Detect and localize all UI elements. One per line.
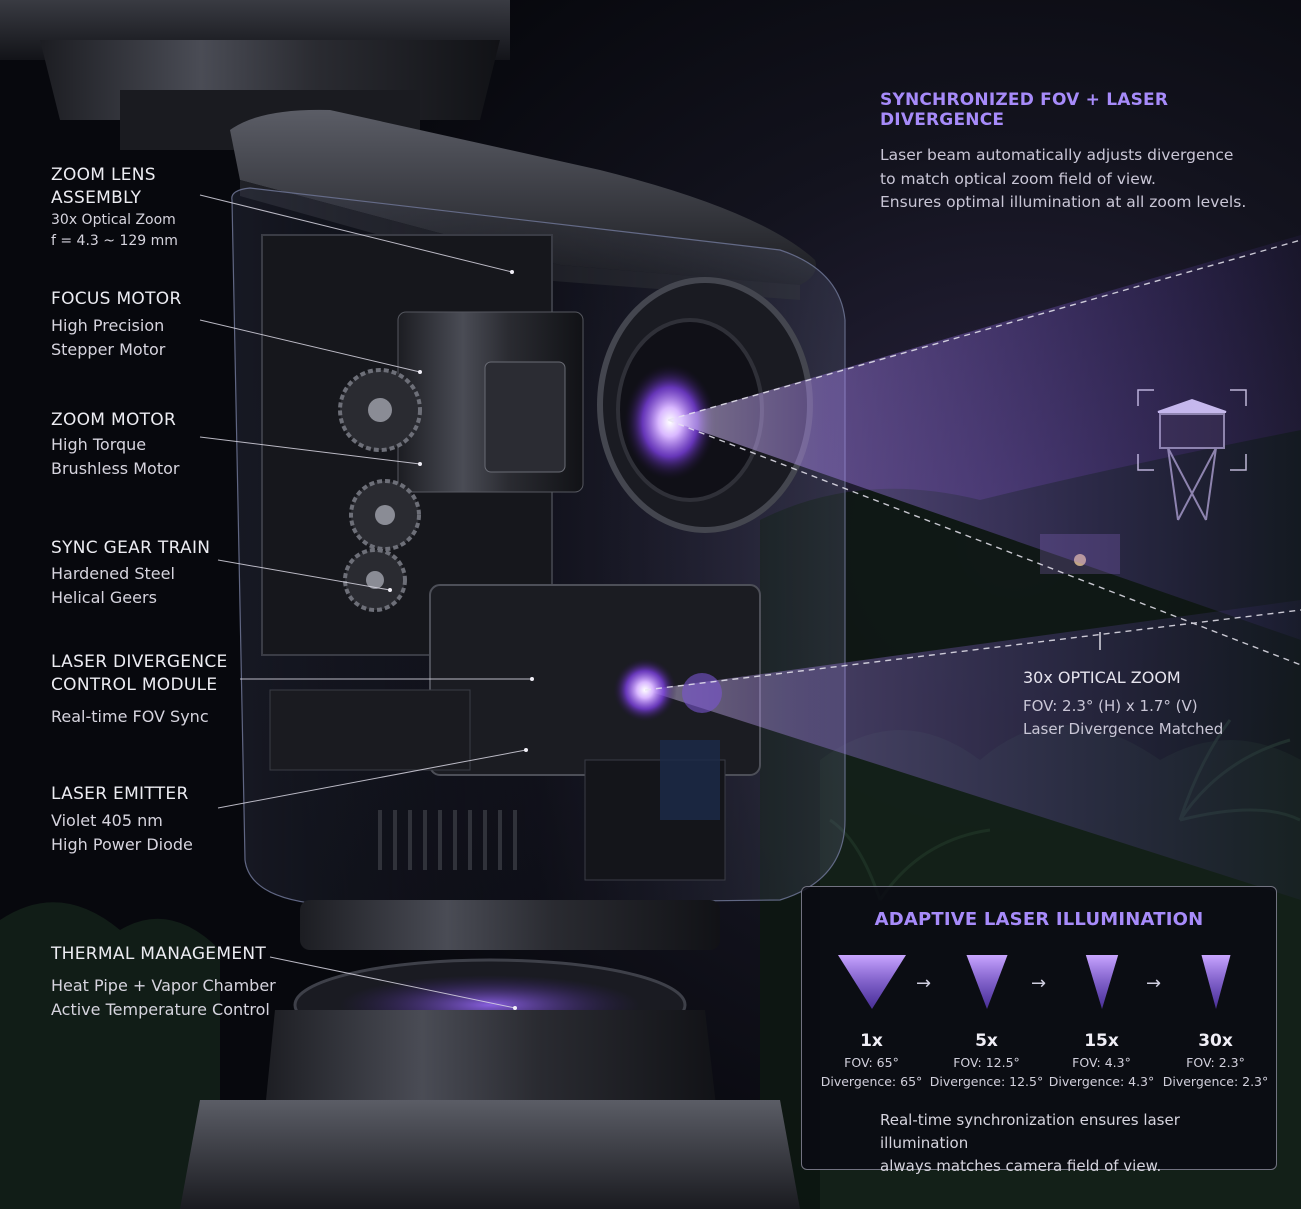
level-zoom: 30x [1198, 1031, 1233, 1051]
arrow-icon: → [1031, 973, 1047, 994]
level-zoom: 5x [975, 1031, 998, 1051]
callout-title: THERMAL MANAGEMENT [51, 944, 267, 964]
level-5x: 5x FOV: 12.5° Divergence: 12.5° [929, 953, 1044, 1089]
beam-cone-icon [1085, 955, 1118, 1009]
level-divergence: Divergence: 65° [820, 1074, 923, 1089]
callout-laser-divergence-control-module: LASER DIVERGENCE CONTROL MODULE Real-tim… [51, 651, 228, 729]
callout-desc: 30x Optical Zoom f = 4.3 ~ 129 mm [51, 212, 178, 249]
callout-sync-gear-train: SYNC GEAR TRAIN Hardened Steel Helical G… [51, 537, 210, 610]
callout-laser-emitter: LASER EMITTER Violet 405 nm High Power D… [51, 783, 193, 857]
beam-cone-shape [1200, 955, 1231, 1009]
arrow-icon: → [916, 973, 932, 994]
panel-footer: Real-time synchronization ensures laser … [880, 1111, 1180, 1175]
beam-cone-icon [1200, 955, 1231, 1009]
callout-thermal-management: THERMAL MANAGEMENT Heat Pipe + Vapor Cha… [51, 943, 276, 1022]
callout-title: LASER DIVERGENCE CONTROL MODULE [51, 652, 228, 695]
callout-focus-motor: FOCUS MOTOR High Precision Stepper Motor [51, 288, 182, 362]
callout-title: ZOOM MOTOR [51, 410, 177, 430]
beam-cone-shape [965, 955, 1008, 1009]
callout-desc: High Torque Brushless Motor [51, 435, 180, 478]
callout-zoom-lens-assembly: ZOOM LENS ASSEMBLY 30x Optical Zoom f = … [51, 164, 178, 252]
level-zoom: 15x [1084, 1031, 1119, 1051]
callout-desc: High Precision Stepper Motor [51, 316, 166, 359]
beam-cone-shape [837, 955, 906, 1009]
callout-desc: Heat Pipe + Vapor Chamber Active Tempera… [51, 976, 276, 1019]
callout-desc: Violet 405 nm High Power Diode [51, 811, 193, 854]
callout-title: LASER EMITTER [51, 784, 189, 804]
level-1x: 1x FOV: 65° Divergence: 65° [814, 953, 929, 1089]
adaptive-illumination-panel: ADAPTIVE LASER ILLUMINATION 1x FOV: 65° … [801, 886, 1277, 1175]
level-divergence: Divergence: 2.3° [1162, 1074, 1269, 1089]
beam-cone-icon [965, 955, 1008, 1009]
level-15x: 15x FOV: 4.3° Divergence: 4.3° [1044, 953, 1159, 1089]
arrow-icon: → [1146, 973, 1162, 994]
callout-title: SYNC GEAR TRAIN [51, 538, 211, 558]
callout-zoom-motor: ZOOM MOTOR High Torque Brushless Motor [51, 409, 179, 481]
zoom-body: FOV: 2.3° (H) x 1.7° (V) Laser Divergenc… [1023, 697, 1224, 738]
sync-title: SYNCHRONIZED FOV + LASER DIVERGENCE [880, 90, 1169, 130]
level-fov: FOV: 12.5° [953, 1055, 1020, 1070]
zoom-title: 30x OPTICAL ZOOM [1023, 668, 1181, 687]
callout-desc: Hardened Steel Helical Geers [51, 564, 175, 607]
level-divergence: Divergence: 12.5° [929, 1074, 1044, 1089]
level-30x: 30x FOV: 2.3° Divergence: 2.3° [1158, 953, 1273, 1089]
level-fov: FOV: 2.3° [1186, 1055, 1245, 1070]
optical-zoom-callout: 30x OPTICAL ZOOM FOV: 2.3° (H) x 1.7° (V… [1023, 668, 1293, 741]
callout-desc: Real-time FOV Sync [51, 707, 209, 726]
sync-body: Laser beam automatically adjusts diverge… [880, 146, 1247, 211]
sync-fov-description: SYNCHRONIZED FOV + LASER DIVERGENCE Lase… [880, 90, 1280, 215]
beam-cone-icon [837, 955, 906, 1009]
level-zoom: 1x [860, 1031, 883, 1051]
beam-cone-shape [1085, 955, 1118, 1009]
panel-title: ADAPTIVE LASER ILLUMINATION [874, 909, 1204, 930]
level-fov: FOV: 65° [844, 1055, 899, 1070]
callout-title: FOCUS MOTOR [51, 289, 182, 309]
callout-title: ZOOM LENS ASSEMBLY [51, 165, 156, 208]
level-fov: FOV: 4.3° [1072, 1055, 1131, 1070]
level-divergence: Divergence: 4.3° [1048, 1074, 1155, 1089]
